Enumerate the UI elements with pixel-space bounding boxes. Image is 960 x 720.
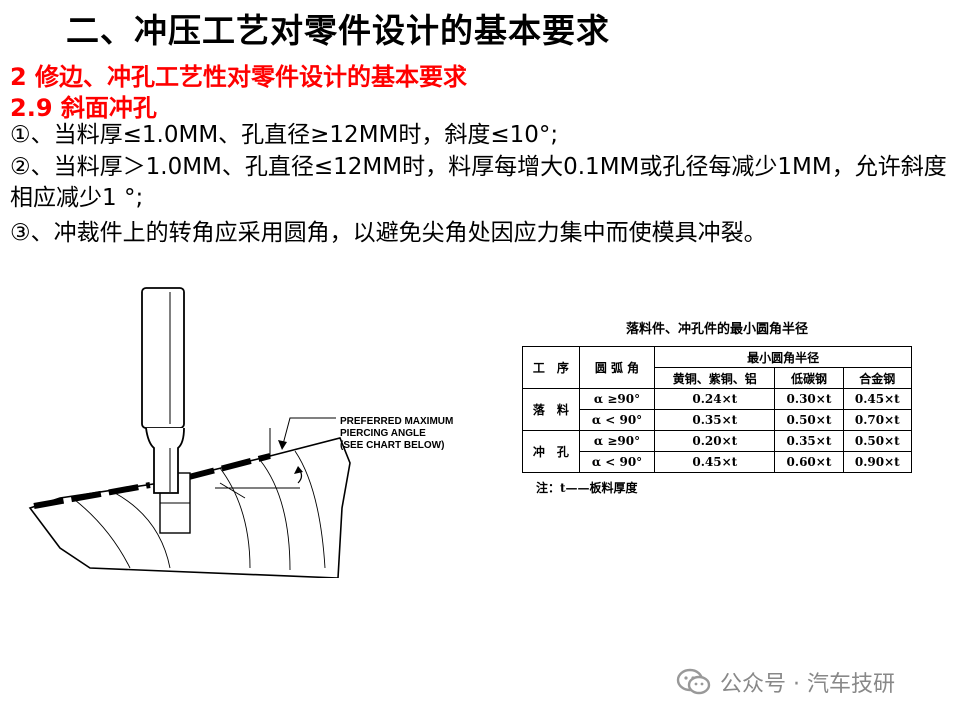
wechat-icon [676, 668, 711, 695]
row-process: 落 料 [522, 388, 580, 431]
row-arc: α ≥90° [578, 430, 656, 452]
punch-neck [145, 427, 185, 494]
cell-value: 0.70×t [842, 409, 913, 431]
cell-value: 0.24×t [654, 388, 776, 410]
requirement-paragraph-3: ③、冲裁件上的转角应采用圆角，以避免尖角处因应力集中而使模具冲裂。 [10, 220, 767, 246]
callout-line-3: (SEE CHART BELOW) [340, 440, 444, 451]
punch-shank [141, 287, 185, 429]
cell-value: 0.90×t [842, 451, 913, 473]
table-row: 冲 孔 α ≥90° 0.20×t 0.35×t 0.50×t [522, 430, 913, 473]
sheet-top-edge [33, 482, 151, 509]
row-process: 冲 孔 [522, 430, 580, 473]
cell-value: 0.45×t [654, 451, 776, 473]
table-row: α < 90° 0.45×t 0.60×t 0.90×t [523, 451, 913, 473]
row-arc: α < 90° [578, 409, 656, 431]
cell-value: 0.50×t [842, 430, 913, 452]
cell-value: 0.60×t [774, 451, 844, 473]
piercing-angle-illustration: PREFERRED MAXIMUM PIERCING ANGLE (SEE CH… [28, 287, 453, 578]
section-heading: 2.9 斜面冲孔 [10, 94, 157, 122]
cell-value: 0.30×t [774, 388, 844, 410]
section-subtitle: 2 修边、冲孔工艺性对零件设计的基本要求 [10, 63, 468, 91]
watermark: 公众号 · 汽车技研 [676, 666, 895, 698]
cell-value: 0.45×t [842, 388, 913, 410]
cell-value: 0.35×t [774, 430, 844, 452]
sheet-hatching [74, 450, 326, 571]
page-title: 二、冲压工艺对零件设计的基本要求 [66, 11, 610, 50]
requirement-paragraph-2: ②、当料厚＞1.0MM、孔直径≤12MM时，料厚每增大0.1MM或孔径每减少1M… [10, 154, 947, 211]
col-material-3: 合金钢 [842, 367, 913, 389]
cell-value: 0.50×t [774, 409, 844, 431]
table-note: 注：t——板料厚度 [536, 481, 638, 495]
callout-line-2: PIERCING ANGLE [340, 428, 426, 439]
min-radius-table: 工 序 圆 弧 角 最小圆角半径 黄铜、紫铜、铝 低碳钢 合金钢 落 料 α ≥… [522, 346, 913, 473]
callout-line-1: PREFERRED MAXIMUM [340, 416, 453, 427]
col-material-2: 低碳钢 [774, 367, 844, 389]
cell-value: 0.20×t [654, 430, 776, 452]
watermark-text: 公众号 · 汽车技研 [720, 672, 895, 697]
col-arc: 圆 弧 角 [578, 346, 656, 389]
table-row: 落 料 α ≥90° 0.24×t 0.30×t 0.45×t [522, 388, 913, 431]
col-material-1: 黄铜、紫铜、铝 [654, 367, 776, 389]
requirement-paragraph-1: ①、当料厚≤1.0MM、孔直径≥12MM时，斜度≤10°; [10, 122, 559, 148]
table-row: α < 90° 0.35×t 0.50×t 0.70×t [523, 409, 913, 431]
cell-value: 0.35×t [654, 409, 776, 431]
table-title: 落料件、冲孔件的最小圆角半径 [625, 322, 808, 337]
callout-leader [281, 417, 336, 449]
col-process: 工 序 [522, 346, 580, 389]
col-min-radius: 最小圆角半径 [654, 346, 912, 368]
row-arc: α < 90° [578, 451, 656, 473]
row-arc: α ≥90° [578, 388, 656, 410]
